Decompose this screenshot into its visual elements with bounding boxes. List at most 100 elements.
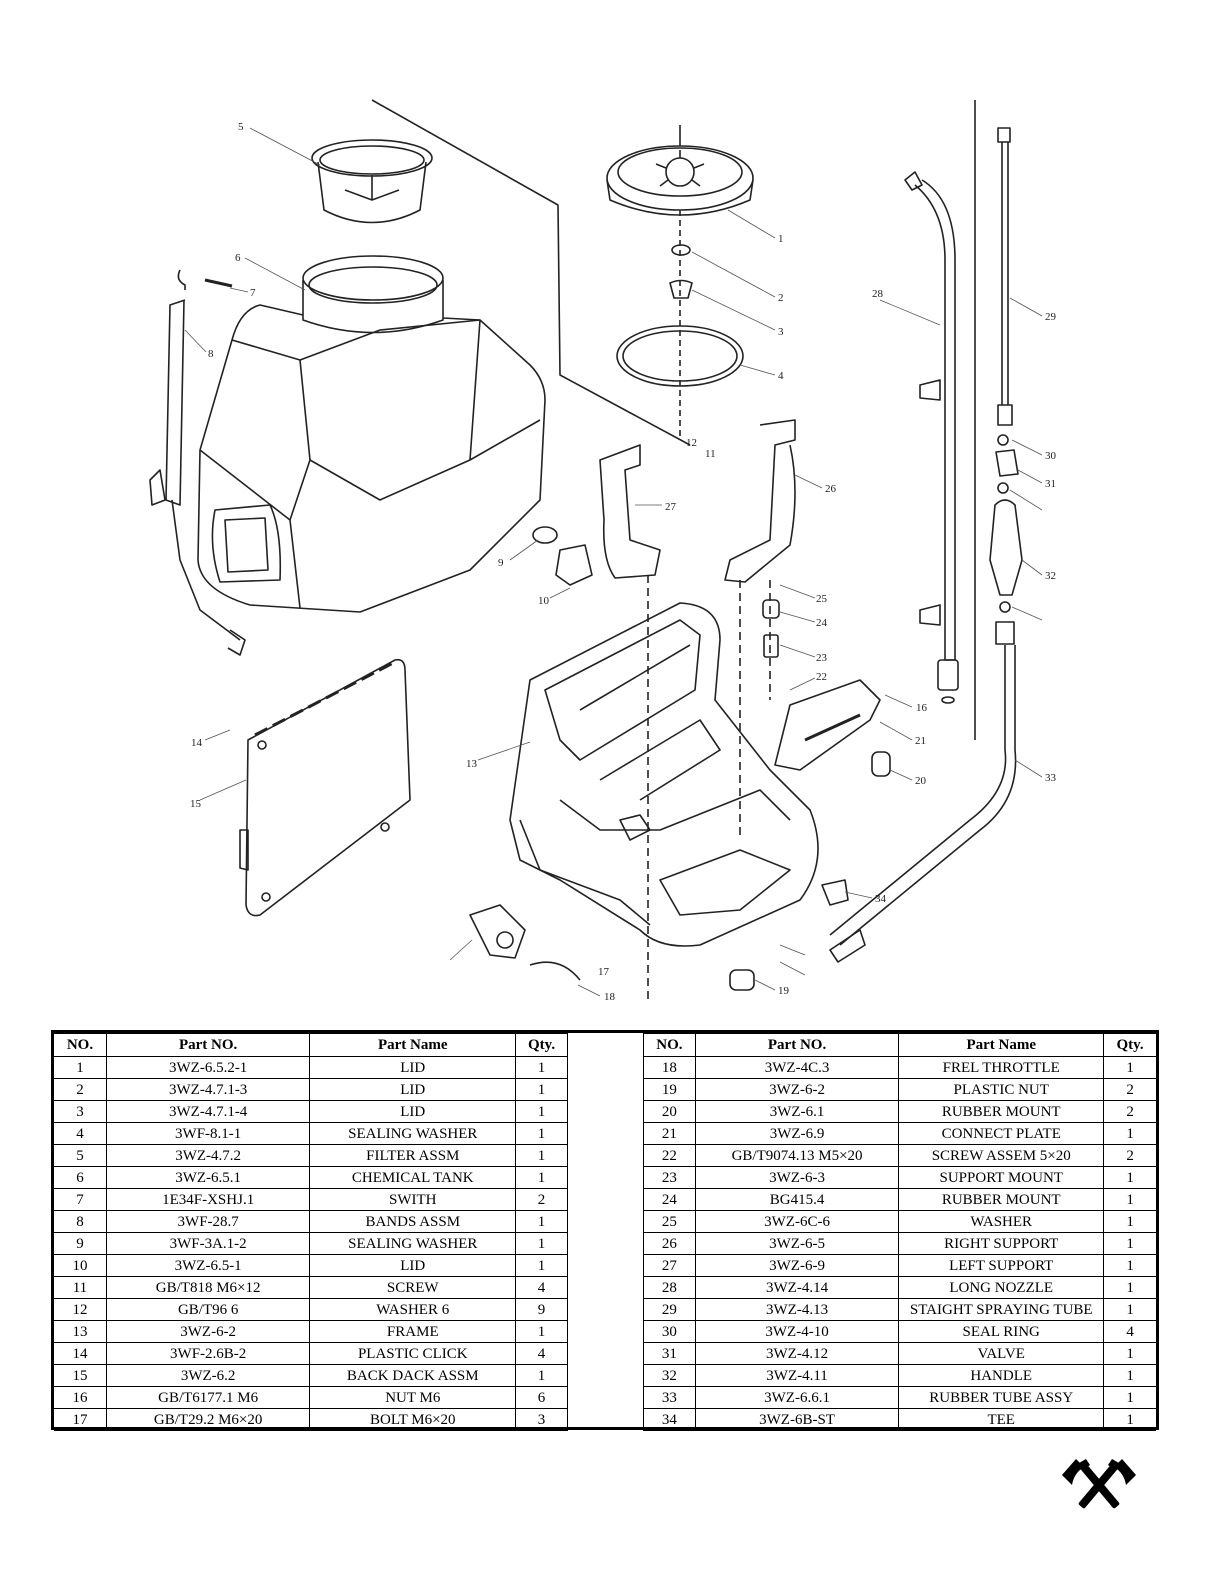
left-support-drawing [599, 444, 661, 579]
rubber-tube-drawing [829, 645, 1007, 936]
cell-qty: 1 [1103, 1254, 1156, 1277]
cell-qty: 2 [515, 1188, 568, 1211]
cell-no: 12 [54, 1298, 107, 1321]
cell-part-no: GB/T29.2 M6×20 [105, 1408, 311, 1431]
cell-part-name: SEALING WASHER [309, 1232, 517, 1255]
cell-qty: 1 [1103, 1188, 1156, 1211]
cell-qty: 1 [1103, 1408, 1156, 1431]
chemical-tank-drawing [197, 255, 546, 613]
callout-20: 20 [915, 775, 927, 787]
cell-qty: 9 [515, 1298, 568, 1321]
callout-32: 32 [1045, 570, 1056, 582]
cell-part-no: 3WZ-6-5 [694, 1232, 900, 1255]
cell-no: 4 [54, 1122, 107, 1145]
callout-30: 30 [1045, 450, 1057, 462]
callout-31: 31 [1045, 478, 1056, 490]
cell-no: 1 [54, 1056, 107, 1079]
cell-qty: 3 [515, 1408, 568, 1431]
cell-no: 11 [54, 1276, 107, 1299]
callout-18: 18 [604, 991, 616, 1003]
cell-qty: 1 [515, 1254, 568, 1277]
cell-no: 19 [643, 1078, 696, 1101]
cell-qty: 1 [1103, 1342, 1156, 1365]
cell-qty: 1 [1103, 1386, 1156, 1409]
cell-part-no: 3WZ-6-2 [694, 1078, 900, 1101]
cell-part-name: STAIGHT SPRAYING TUBE [898, 1298, 1105, 1321]
long-nozzle-drawing [904, 171, 959, 704]
cell-no: 5 [54, 1144, 107, 1167]
cell-part-no: 3WF-8.1-1 [105, 1122, 311, 1145]
cell-part-no: GB/T818 M6×12 [105, 1276, 311, 1299]
crossed-axes-icon [1062, 1459, 1136, 1509]
tee-drawing [821, 879, 849, 906]
col-header-part-name: Part Name [309, 1033, 517, 1057]
cell-no: 21 [643, 1122, 696, 1145]
cell-part-no: 3WZ-6.6.1 [694, 1386, 900, 1409]
spraying-tube-drawing [974, 100, 1023, 740]
cell-no: 13 [54, 1320, 107, 1343]
table-header-row: NO. Part NO. Part Name Qty. [54, 1033, 568, 1057]
col-header-no: NO. [643, 1033, 696, 1057]
cell-no: 32 [643, 1364, 696, 1387]
cell-qty: 4 [515, 1276, 568, 1299]
cell-qty: 1 [1103, 1122, 1156, 1145]
cell-qty: 1 [1103, 1298, 1156, 1321]
cap-insert-drawing [669, 279, 693, 299]
cell-part-name: TEE [898, 1408, 1105, 1431]
filter-assembly-drawing [311, 139, 433, 224]
cell-qty: 1 [1103, 1166, 1156, 1189]
cell-no: 17 [54, 1408, 107, 1431]
cell-part-name: RUBBER TUBE ASSY [898, 1386, 1105, 1409]
col-header-qty: Qty. [1103, 1033, 1156, 1057]
cell-part-name: BANDS ASSM [309, 1210, 517, 1233]
cell-part-name: FREL THROTTLE [898, 1056, 1105, 1079]
cell-qty: 1 [515, 1320, 568, 1343]
cell-no: 31 [643, 1342, 696, 1365]
cell-part-no: 3WZ-4.7.2 [105, 1144, 311, 1167]
cell-part-name: CONNECT PLATE [898, 1122, 1105, 1145]
callout-5: 5 [238, 121, 244, 133]
cell-no: 33 [643, 1386, 696, 1409]
cell-part-no: 3WZ-6B-ST [694, 1408, 900, 1431]
cell-part-no: 3WZ-4.7.1-4 [105, 1100, 311, 1123]
callout-26: 26 [825, 483, 837, 495]
cell-no: 25 [643, 1210, 696, 1233]
cell-no: 29 [643, 1298, 696, 1321]
rubber-mount-drawing [871, 751, 891, 777]
callout-7: 7 [250, 287, 256, 299]
cell-part-no: 3WZ-4.13 [694, 1298, 900, 1321]
lid-drawing [606, 125, 754, 216]
cell-no: 22 [643, 1144, 696, 1167]
cell-qty: 1 [515, 1144, 568, 1167]
callout-11: 11 [705, 448, 716, 460]
cell-no: 20 [643, 1100, 696, 1123]
cell-no: 6 [54, 1166, 107, 1189]
callout-9: 9 [498, 557, 504, 569]
cell-part-no: 3WF-28.7 [105, 1210, 311, 1233]
callout-1: 1 [778, 233, 784, 245]
cell-qty: 1 [1103, 1232, 1156, 1255]
cell-no: 8 [54, 1210, 107, 1233]
cell-part-name: LONG NOZZLE [898, 1276, 1105, 1299]
connect-plate-drawing [774, 679, 881, 771]
callout-10: 10 [538, 595, 550, 607]
cell-qty: 1 [515, 1100, 568, 1123]
cell-part-name: CHEMICAL TANK [309, 1166, 517, 1189]
cell-part-name: VALVE [898, 1342, 1105, 1365]
cell-no: 15 [54, 1364, 107, 1387]
